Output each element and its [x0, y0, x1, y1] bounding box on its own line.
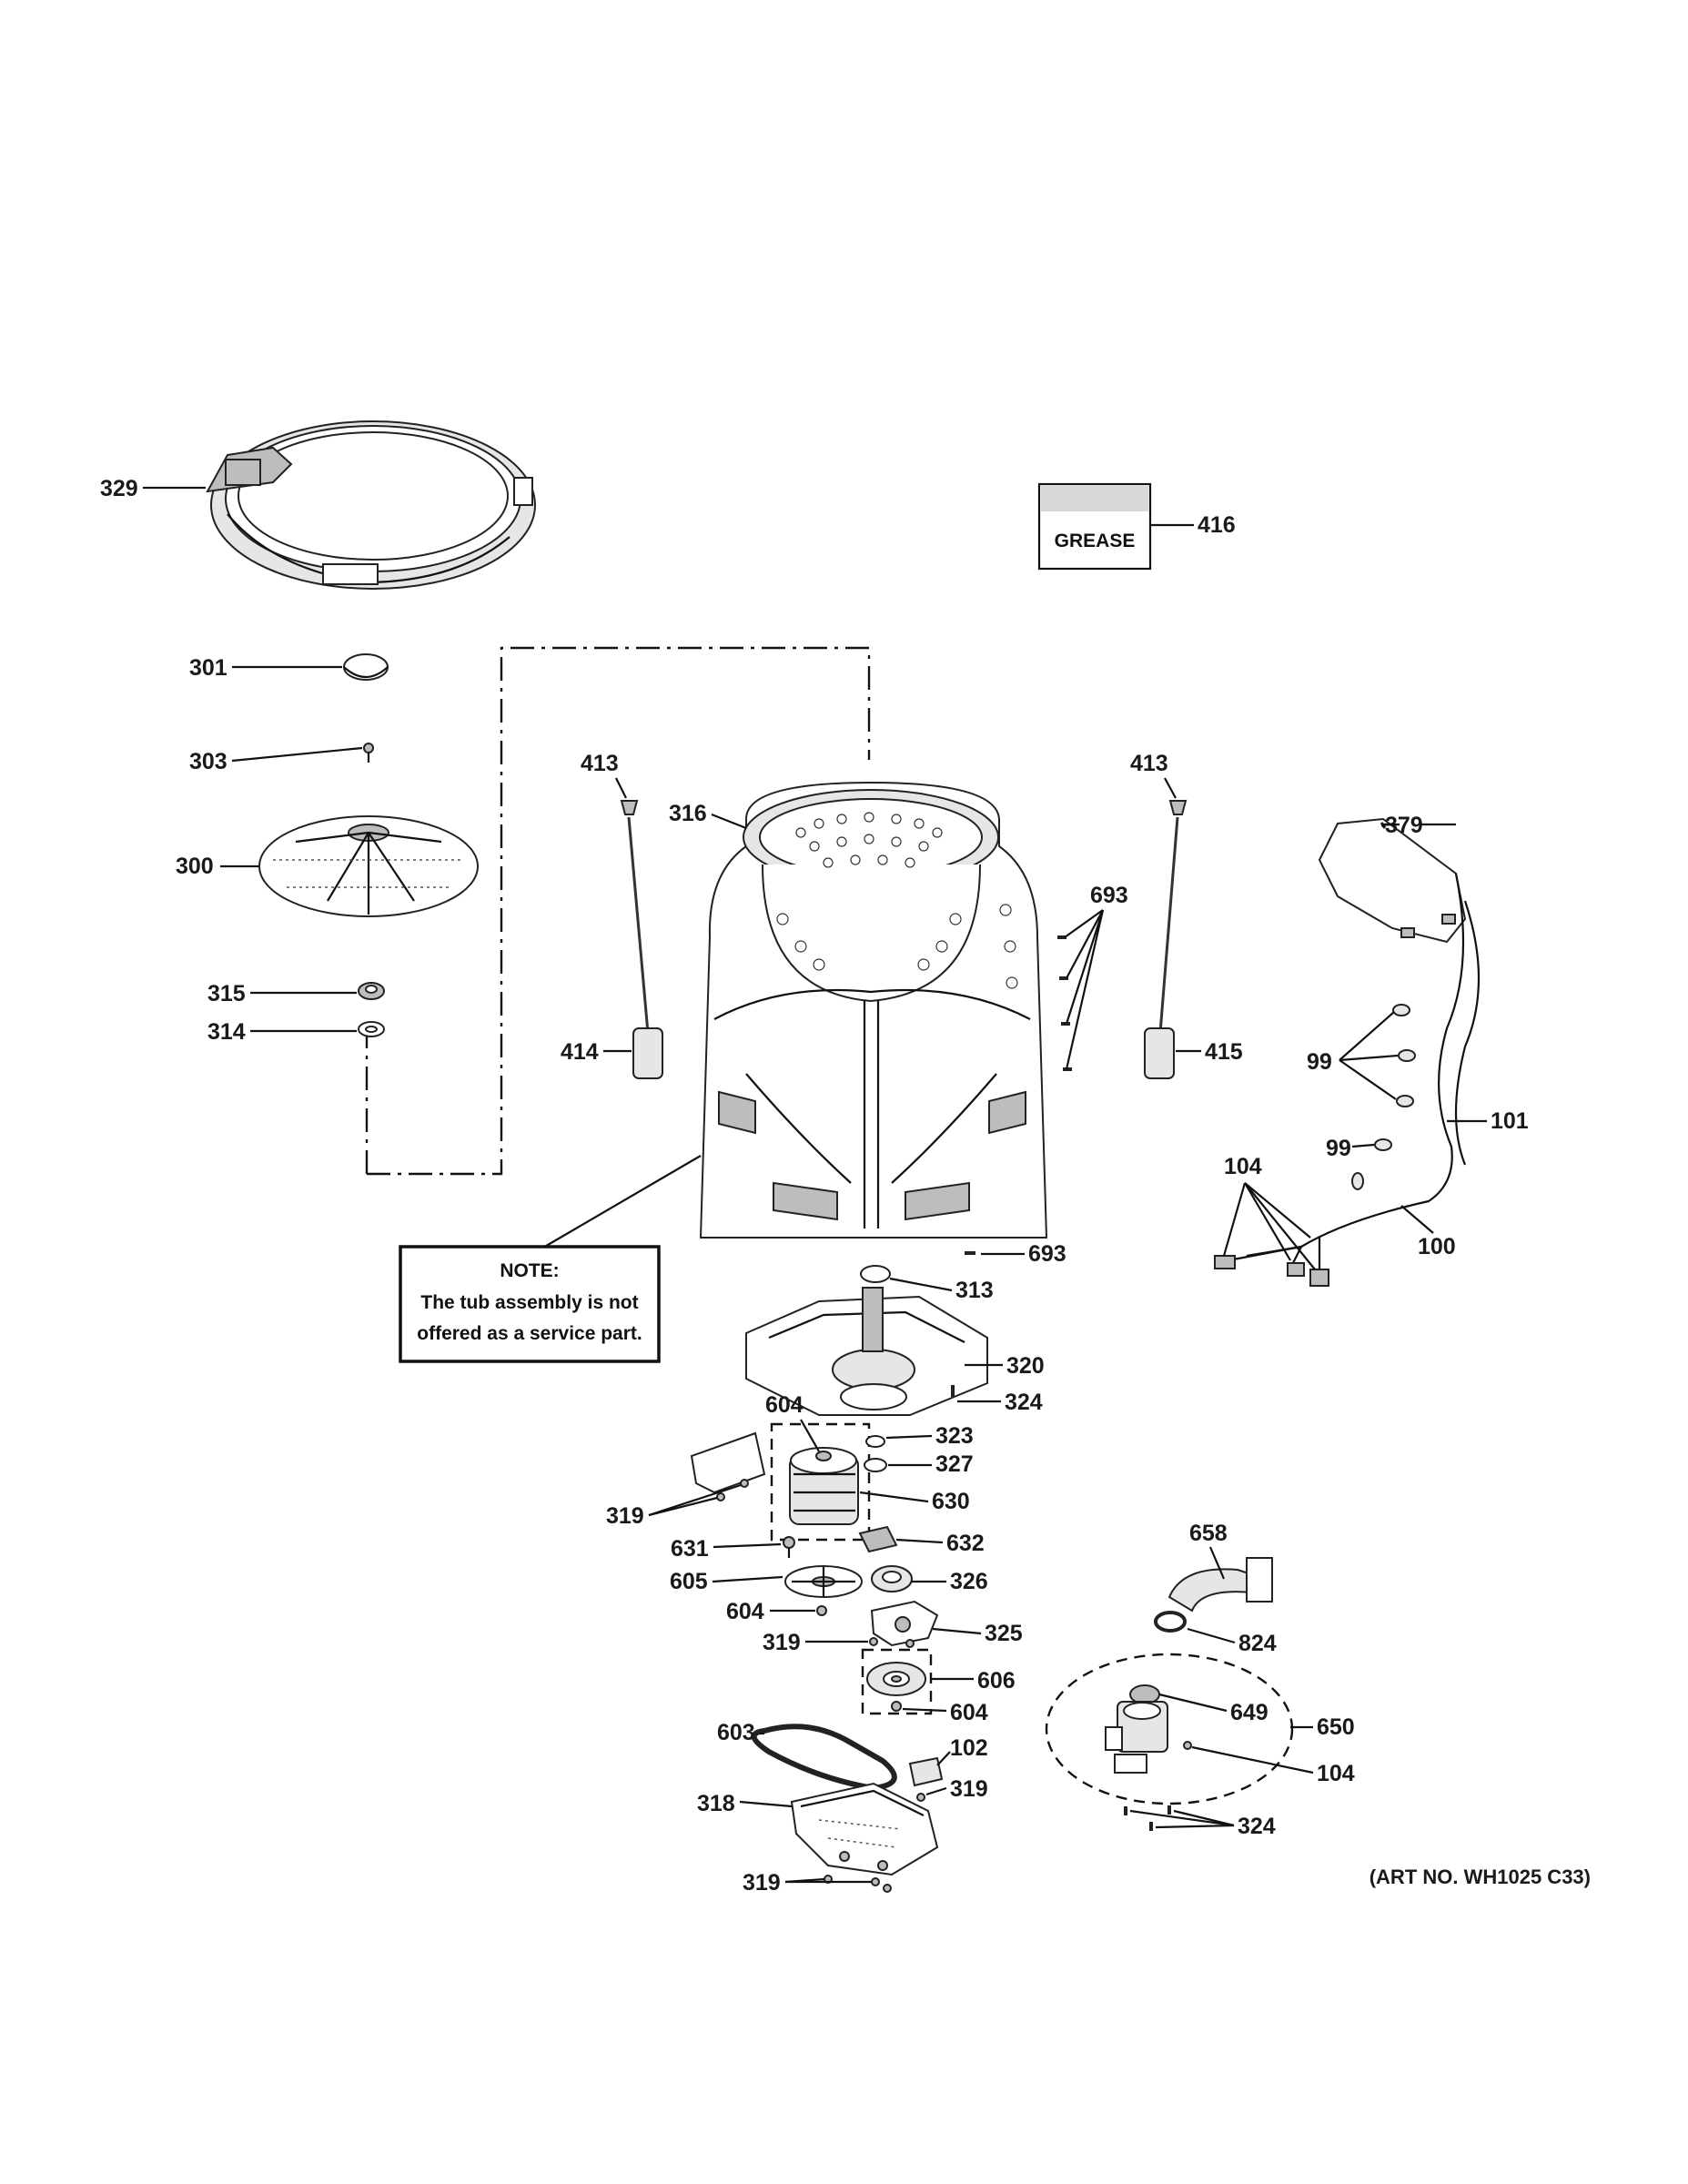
callout-315: 315 — [207, 981, 246, 1006]
hub-washer — [358, 1021, 385, 1037]
callout-414: 414 — [561, 1039, 599, 1065]
note-line1: The tub assembly is not — [420, 1292, 638, 1313]
group-boundary-pump — [1045, 1653, 1294, 1805]
callout-316: 316 — [669, 801, 707, 826]
callout-99-upper: 99 — [1307, 1049, 1332, 1075]
grease-tube: GREASE — [1037, 482, 1152, 571]
callout-324-plate: 324 — [1005, 1390, 1043, 1415]
motor-rotor — [866, 1662, 926, 1696]
callout-326: 326 — [950, 1569, 988, 1594]
tub-cover-ring — [206, 420, 536, 590]
callout-318: 318 — [697, 1791, 735, 1816]
pump-screws — [1124, 1805, 1171, 1831]
callout-630: 630 — [932, 1489, 970, 1514]
drain-pump — [1105, 1684, 1168, 1774]
clutch-bearing — [871, 1565, 913, 1592]
callout-99-lower: 99 — [1326, 1136, 1351, 1161]
tub-screws — [1057, 935, 1072, 1071]
callout-606: 606 — [977, 1668, 1016, 1694]
callout-104-pump: 104 — [1317, 1761, 1355, 1786]
callout-603: 603 — [717, 1720, 755, 1745]
bearing-ring — [865, 1435, 885, 1448]
motor-base-cover — [790, 1782, 939, 1876]
callout-314: 314 — [207, 1019, 246, 1045]
callout-604-middle: 604 — [726, 1599, 764, 1624]
callout-327: 327 — [935, 1451, 974, 1477]
mounting-plate — [745, 1287, 988, 1416]
callout-416: 416 — [1198, 512, 1236, 538]
callout-605: 605 — [670, 1569, 708, 1594]
callout-604-lower: 604 — [950, 1700, 988, 1725]
callout-313: 313 — [955, 1278, 994, 1303]
callout-632: 632 — [946, 1531, 985, 1556]
wire-harness — [1214, 817, 1481, 1287]
callout-104-harness: 104 — [1224, 1154, 1262, 1179]
callout-693-upper: 693 — [1090, 883, 1128, 908]
tub-assembly — [699, 781, 1048, 1239]
callout-324-pump: 324 — [1238, 1814, 1276, 1839]
callout-100: 100 — [1418, 1234, 1456, 1259]
callout-415: 415 — [1205, 1039, 1243, 1065]
rotor-fan — [784, 1565, 863, 1598]
suspension-rod-left — [620, 800, 663, 1079]
callout-824: 824 — [1238, 1631, 1277, 1656]
rotor-nut — [816, 1605, 827, 1616]
callout-320: 320 — [1006, 1353, 1045, 1379]
callout-329: 329 — [100, 476, 138, 501]
agitator-cap — [343, 653, 389, 681]
callout-303: 303 — [189, 749, 227, 774]
callout-319-cover-right: 319 — [950, 1776, 988, 1802]
agitator-bolt — [363, 743, 374, 763]
callout-649: 649 — [1230, 1700, 1269, 1725]
callout-301: 301 — [189, 655, 227, 681]
grease-label: GREASE — [1055, 531, 1136, 551]
pulsator — [258, 815, 479, 917]
callout-300: 300 — [176, 854, 214, 879]
callout-101: 101 — [1491, 1108, 1529, 1134]
hub-nut — [358, 982, 385, 1000]
o-ring — [864, 1458, 887, 1472]
callout-604-upper: 604 — [765, 1392, 804, 1418]
group-boundary-motor — [770, 1422, 871, 1542]
shaft-seal — [860, 1265, 891, 1283]
note-box: NOTE: The tub assembly is not offered as… — [399, 1245, 661, 1363]
drain-hose — [1167, 1557, 1273, 1613]
drive-belt — [751, 1724, 897, 1792]
clutch-assembly — [870, 1600, 939, 1647]
callout-319-clutch: 319 — [763, 1630, 801, 1655]
callout-102: 102 — [950, 1735, 988, 1761]
callout-319-bracket: 319 — [606, 1503, 644, 1529]
callout-323: 323 — [935, 1423, 974, 1449]
harness-clips — [1351, 1004, 1416, 1190]
callout-650: 650 — [1317, 1714, 1355, 1740]
hall-sensor — [858, 1525, 898, 1553]
note-title: NOTE: — [500, 1260, 559, 1281]
suspension-rod-right — [1144, 800, 1188, 1079]
group-boundary-rotor — [861, 1648, 933, 1715]
motor-stator — [789, 1447, 859, 1525]
callout-693-lower: 693 — [1028, 1241, 1066, 1267]
motor-bracket — [690, 1431, 766, 1502]
group-boundary-agitator — [367, 646, 871, 1176]
callout-658: 658 — [1189, 1521, 1228, 1546]
belt-guard — [908, 1756, 944, 1787]
callout-413-left: 413 — [581, 751, 619, 776]
motor-bolt — [783, 1536, 795, 1558]
callout-631: 631 — [671, 1536, 709, 1562]
callout-325: 325 — [985, 1621, 1023, 1646]
art-number: (ART NO. WH1025 C33) — [1370, 1866, 1591, 1888]
callout-413-right: 413 — [1130, 751, 1168, 776]
note-line2: offered as a service part. — [417, 1323, 642, 1344]
hose-clamp — [1154, 1611, 1187, 1633]
callout-319-cover-bottom: 319 — [743, 1870, 781, 1896]
